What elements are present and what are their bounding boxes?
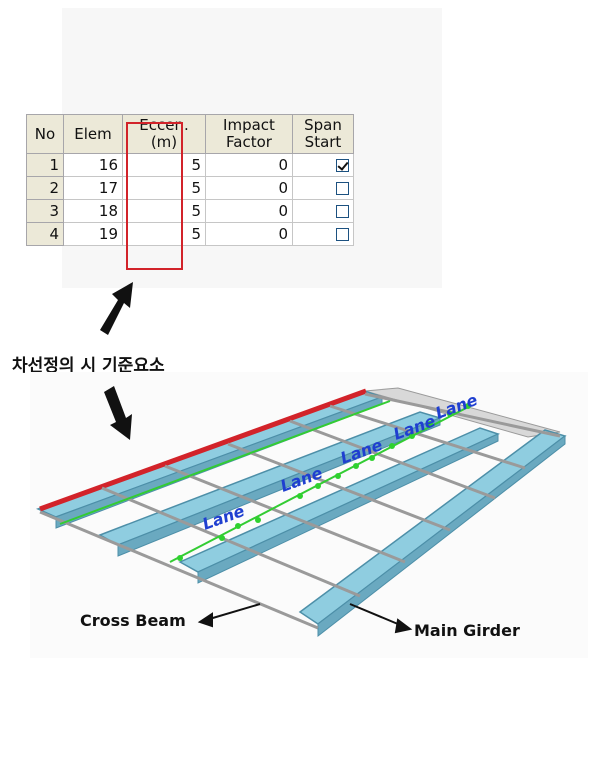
eccen-cell[interactable]: 5 xyxy=(122,199,206,223)
table-row: 4 19 5 0 xyxy=(26,222,354,246)
table-row: 1 16 5 0 xyxy=(26,153,354,177)
elem-cell[interactable]: 19 xyxy=(63,222,123,246)
cross-beam-label: Cross Beam xyxy=(80,611,186,630)
span-start-checkbox[interactable] xyxy=(336,205,349,218)
span-start-checkbox[interactable] xyxy=(336,182,349,195)
table-row: 2 17 5 0 xyxy=(26,176,354,200)
header-span-line1: Span xyxy=(304,116,342,134)
eccen-cell[interactable]: 5 xyxy=(122,153,206,177)
header-eccen[interactable]: Eccen.(m) xyxy=(122,114,206,154)
span-start-checkbox[interactable] xyxy=(336,159,349,172)
span-start-cell xyxy=(292,222,354,246)
load-points xyxy=(177,403,471,561)
arrow-down-icon xyxy=(104,386,132,440)
header-impact-line2: Factor xyxy=(226,133,272,151)
main-girder-label: Main Girder xyxy=(414,621,520,640)
main-girder-4-web xyxy=(317,434,566,638)
row-no-cell[interactable]: 4 xyxy=(26,222,64,246)
cross-beams xyxy=(39,392,561,630)
table-row: 3 18 5 0 xyxy=(26,199,354,223)
span-start-cell xyxy=(292,176,354,200)
span-start-cell xyxy=(292,153,354,177)
lane-line-1 xyxy=(59,400,391,525)
header-eccen-line1: Eccen. xyxy=(139,116,189,134)
row-no-cell[interactable]: 1 xyxy=(26,153,64,177)
header-no[interactable]: No xyxy=(26,114,64,154)
header-span-line2: Start xyxy=(304,133,342,151)
impact-cell[interactable]: 0 xyxy=(205,222,293,246)
header-elem[interactable]: Elem xyxy=(63,114,123,154)
label-arrows xyxy=(197,603,413,634)
header-no-label: No xyxy=(34,124,56,143)
header-impact-line1: Impact xyxy=(223,116,275,134)
span-start-checkbox[interactable] xyxy=(336,228,349,241)
elem-column-highlight xyxy=(126,122,183,270)
main-girder-2-web xyxy=(117,417,441,557)
header-eccen-line2: (m) xyxy=(150,133,178,151)
reference-element-caption: 차선정의 시 기준요소 xyxy=(12,356,165,376)
row-no-cell[interactable]: 3 xyxy=(26,199,64,223)
header-elem-label: Elem xyxy=(74,124,112,143)
eccen-cell[interactable]: 5 xyxy=(122,222,206,246)
main-girder-1-top-edge xyxy=(39,388,367,512)
arrow-up-icon xyxy=(100,282,133,335)
span-start-cell xyxy=(292,199,354,223)
